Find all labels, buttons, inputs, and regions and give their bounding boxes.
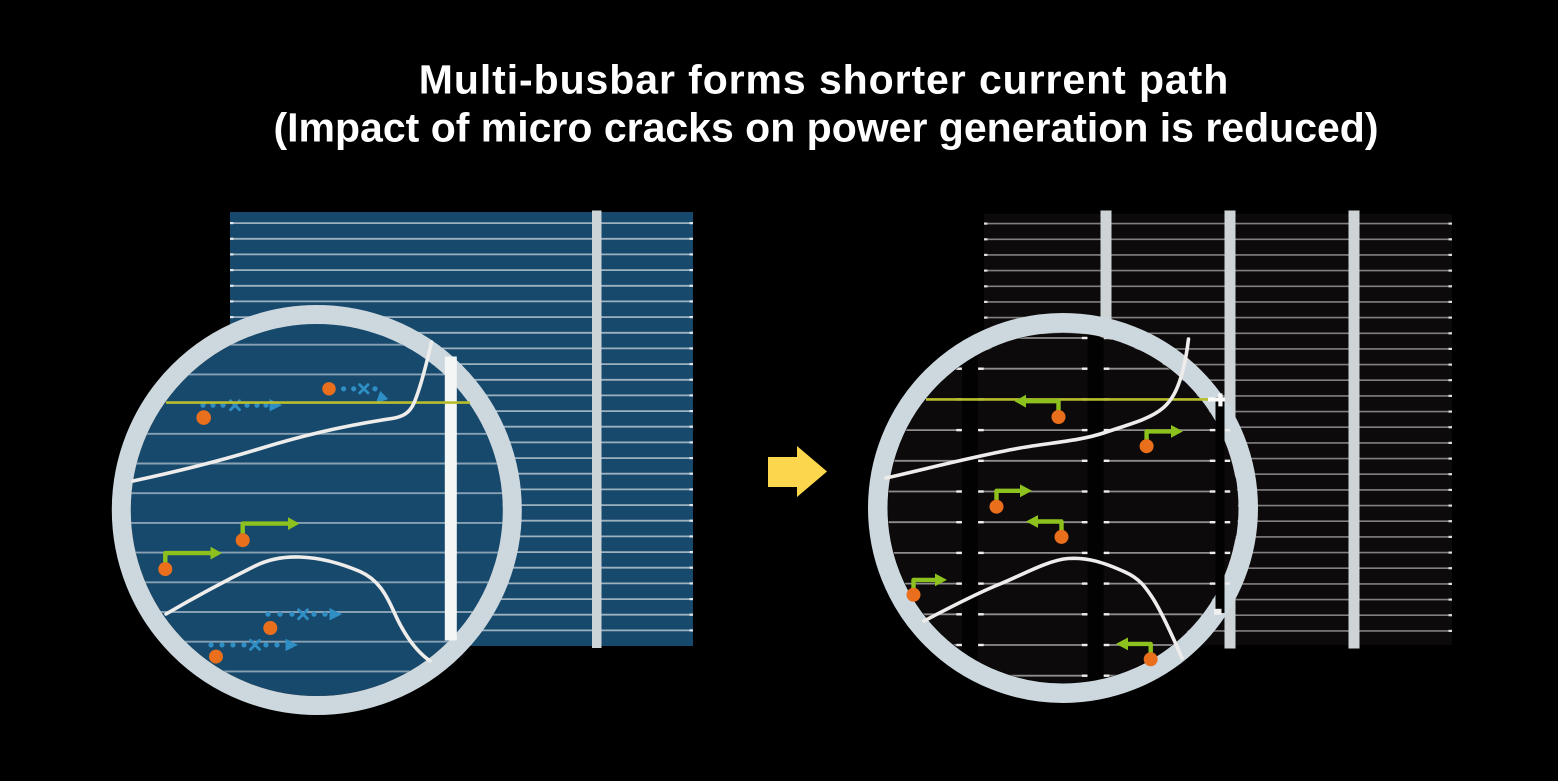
svg-text:(Impact of micro cracks on pow: (Impact of micro cracks on power generat…: [274, 105, 1379, 151]
svg-text:Multi-busbar forms shorter cur: Multi-busbar forms shorter current path: [419, 57, 1229, 103]
